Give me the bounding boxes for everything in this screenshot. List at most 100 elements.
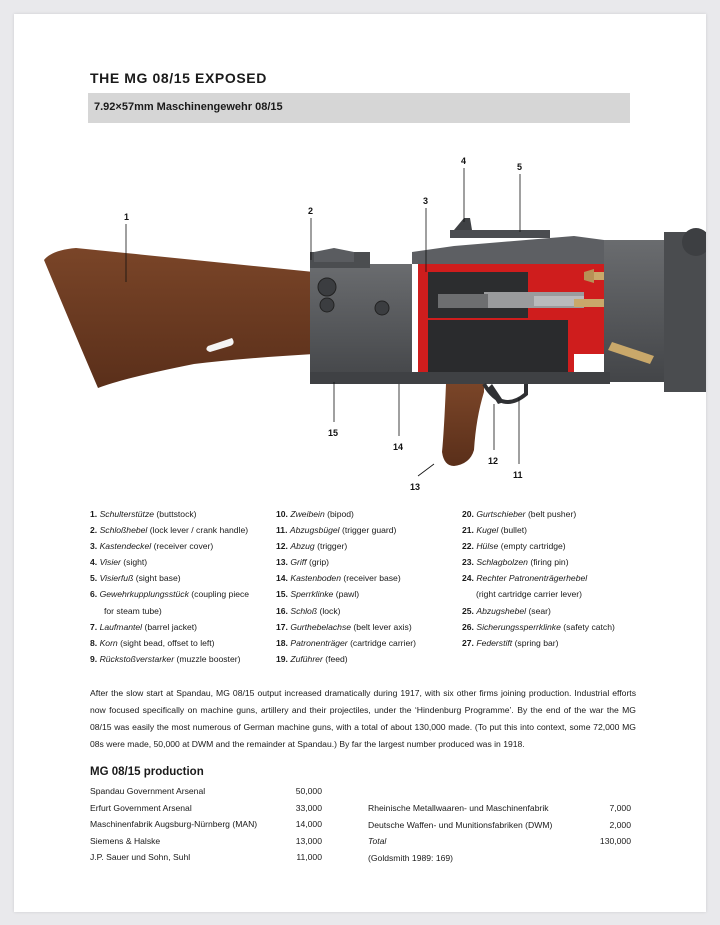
- legend-german-term: Korn: [99, 637, 118, 648]
- legend-english-term: (belt pusher): [527, 509, 577, 519]
- legend-item: 9. Rückstoßverstarker (muzzle booster): [90, 651, 249, 667]
- legend-item-continued: (right cartridge carrier lever): [476, 589, 583, 600]
- legend-item: 20. Gurtschieber (belt pusher): [462, 506, 615, 522]
- legend-number: 4.: [90, 557, 98, 568]
- legend-number: 22.: [462, 541, 474, 552]
- legend-item: 17. Gurthebelachse (belt lever axis): [276, 619, 416, 635]
- legend-german-term: Kastendeckel: [99, 541, 152, 552]
- production-value: 50,000: [295, 786, 322, 796]
- buttstock: [44, 248, 314, 388]
- legend-german-term: Abzugshebel: [476, 605, 527, 616]
- legend-english-term: (trigger): [317, 541, 348, 552]
- callout-4: 4: [461, 156, 466, 166]
- legend-german-term: Griff: [290, 557, 307, 568]
- production-value: 7,000: [609, 803, 631, 813]
- legend-german-term: Patronenträger: [290, 637, 348, 648]
- legend-number: 15.: [276, 589, 288, 600]
- legend-number: 27.: [462, 637, 474, 648]
- legend-english-term: (sight): [123, 557, 148, 568]
- legend-item: 26. Sicherungssperrklinke (safety catch): [462, 619, 615, 635]
- legend-german-term: Schlagbolzen: [476, 557, 528, 568]
- legend-german-term: Federstift: [476, 637, 513, 648]
- production-name: Rheinische Metallwaaren- und Maschinenfa…: [368, 803, 549, 813]
- legend-german-term: Visier: [99, 557, 121, 568]
- legend-item: 24. Rechter Patronenträgerhebel: [462, 570, 615, 586]
- legend-item: 8. Korn (sight bead, offset to left): [90, 635, 249, 651]
- callout-15: 15: [328, 428, 338, 438]
- legend-german-term: Rechter Patronenträgerhebel: [476, 573, 588, 584]
- legend-english-term: (muzzle booster): [176, 653, 241, 664]
- legend-german-term: Abzugsbügel: [289, 525, 340, 536]
- legend-german-term: Gewehrkupplungsstück: [99, 589, 189, 600]
- legend-english-term: (buttstock): [156, 509, 197, 519]
- legend-english-term: (sear): [528, 605, 551, 616]
- legend-number: 13.: [276, 557, 288, 568]
- page: THE MG 08/15 EXPOSED 7.92×57mm Maschinen…: [14, 14, 706, 912]
- production-value: 13,000: [295, 835, 322, 846]
- legend-english-term: (lock): [319, 605, 341, 616]
- production-name: Deutsche Waffen- und Munitionsfabriken (…: [368, 819, 553, 830]
- legend-german-term: Gurtschieber: [476, 509, 526, 519]
- legend-item: 16. Schloß (lock): [276, 603, 416, 619]
- legend-english-term: (lock lever / crank handle): [149, 525, 249, 536]
- legend-number: 16.: [276, 605, 288, 616]
- legend-english-term: (cartridge carrier): [350, 637, 416, 648]
- legend-item: 19. Zuführer (feed): [276, 651, 416, 667]
- callout-11: 11: [513, 470, 523, 480]
- legend-item: 14. Kastenboden (receiver base): [276, 570, 416, 586]
- legend-number: 17.: [276, 621, 288, 632]
- callout-12: 12: [488, 456, 498, 466]
- legend-item: 25. Abzugshebel (sear): [462, 603, 615, 619]
- legend-german-term: Kugel: [476, 525, 499, 536]
- legend-item: 27. Federstift (spring bar): [462, 635, 615, 651]
- gun-diagram: 1 2 3 4 5 15 14 13 12 11: [44, 156, 706, 492]
- production-name: (Goldsmith 1989: 169): [368, 852, 454, 863]
- legend-german-term: Visierfuß: [99, 573, 134, 584]
- legend-english-term: (feed): [325, 653, 348, 664]
- legend-english-term: (bipod): [327, 509, 354, 519]
- production-value: 2,000: [609, 819, 631, 830]
- legend-item: 2. Schloßhebel (lock lever / crank handl…: [90, 522, 249, 538]
- body-paragraph: After the slow start at Spandau, MG 08/1…: [90, 688, 636, 749]
- legend-item: 1. Schulterstütze (buttstock): [90, 506, 249, 522]
- grip: [442, 384, 484, 466]
- trigger-guard: [482, 382, 528, 404]
- legend-number: 23.: [462, 557, 474, 568]
- legend-english-term: (pawl): [335, 589, 360, 600]
- barrel-jacket: [604, 240, 664, 382]
- legend-english-term: (firing pin): [530, 557, 569, 568]
- legend-english-term: (sight bead, offset to left): [120, 637, 215, 648]
- legend-column-1: 1. Schulterstütze (buttstock)2. Schloßhe…: [90, 506, 249, 667]
- legend-item: 12. Abzug (trigger): [276, 538, 416, 554]
- legend-item: 13. Griff (grip): [276, 554, 416, 570]
- legend-english-term: (receiver base): [343, 573, 401, 584]
- legend-english-term: (receiver cover): [153, 541, 214, 552]
- legend-english-term: (belt lever axis): [353, 621, 412, 632]
- production-value: 11,000: [296, 852, 322, 863]
- legend-number: 12.: [276, 541, 288, 552]
- legend-number: 5.: [90, 573, 98, 584]
- production-name: Spandau Government Arsenal: [90, 786, 206, 796]
- legend-item: 4. Visier (sight): [90, 554, 249, 570]
- legend-german-term: Schloßhebel: [99, 525, 148, 536]
- callout-13: 13: [410, 482, 420, 492]
- legend-english-term: (sight base): [135, 573, 181, 584]
- legend-item: 15. Sperrklinke (pawl): [276, 586, 416, 602]
- callout-1: 1: [124, 212, 129, 222]
- legend-item: 5. Visierfuß (sight base): [90, 570, 249, 586]
- legend-german-term: Abzug: [290, 541, 315, 552]
- production-value: 14,000: [295, 819, 322, 830]
- legend-number: 14.: [276, 573, 288, 584]
- legend-english-term: (barrel jacket): [144, 621, 198, 632]
- legend-english-term: (empty cartridge): [500, 541, 566, 552]
- legend-german-term: Hülse: [476, 541, 499, 552]
- legend-item: 23. Schlagbolzen (firing pin): [462, 554, 615, 570]
- legend-item: 18. Patronenträger (cartridge carrier): [276, 635, 416, 651]
- legend-item: 7. Laufmantel (barrel jacket): [90, 619, 249, 635]
- legend-english-term: (grip): [308, 557, 330, 568]
- production-name: Siemens & Halske: [90, 835, 161, 846]
- legend-number: 2.: [90, 525, 98, 536]
- legend-german-term: Sperrklinke: [290, 589, 334, 600]
- legend-item: 3. Kastendeckel (receiver cover): [90, 538, 249, 554]
- production-name: Total: [368, 836, 387, 847]
